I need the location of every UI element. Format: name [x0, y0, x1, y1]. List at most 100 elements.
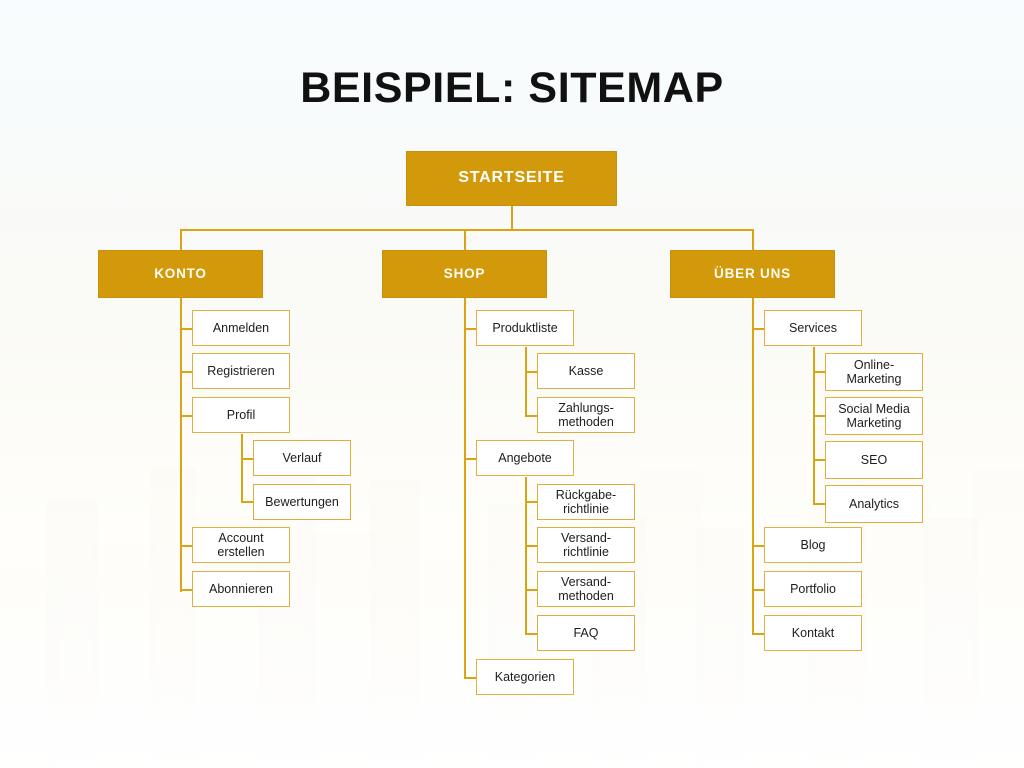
connector-spine-angebote — [525, 477, 527, 633]
building — [696, 528, 744, 768]
node-shop-label: SHOP — [443, 266, 486, 282]
node-angebote-label: Angebote — [498, 450, 552, 465]
node-analytics[interactable]: Analytics — [825, 485, 923, 523]
node-online-marketing[interactable]: Online- Marketing — [825, 353, 923, 391]
node-kontakt-label: Kontakt — [791, 625, 835, 640]
node-versandrichtlinie-label-line1: Versand- — [560, 530, 612, 545]
node-versandrichtlinie[interactable]: Versand- richtlinie — [537, 527, 635, 563]
connector-spine-konto — [180, 298, 182, 592]
node-verlauf[interactable]: Verlauf — [253, 440, 351, 476]
node-zahlungsmethoden-label-line1: Zahlungs- — [558, 400, 614, 415]
connector-stub-kasse — [525, 371, 538, 373]
node-startseite-label: STARTSEITE — [458, 169, 565, 187]
node-seo[interactable]: SEO — [825, 441, 923, 479]
connector-spine-produktliste — [525, 347, 527, 416]
connector-stub-registrieren — [180, 371, 193, 373]
connector-stub-kontakt — [752, 633, 765, 635]
building — [640, 468, 702, 768]
node-angebote[interactable]: Angebote — [476, 440, 574, 476]
connector-stub-abonnieren — [180, 589, 193, 591]
node-faq-label: FAQ — [573, 625, 599, 640]
node-kasse-label: Kasse — [568, 363, 604, 378]
page-title: BEISPIEL: SITEMAP — [300, 64, 724, 112]
connector-stub-bewertungen — [241, 501, 254, 503]
node-anmelden-label: Anmelden — [212, 320, 270, 335]
node-produktliste-label: Produktliste — [492, 320, 558, 335]
connector-drop-shop — [464, 229, 466, 250]
connector-stub-verlauf — [241, 458, 254, 460]
building — [924, 518, 978, 768]
node-blog-label: Blog — [800, 537, 826, 552]
connector-drop-konto — [180, 229, 182, 250]
node-social-media-marketing[interactable]: Social Media Marketing — [825, 397, 923, 435]
node-seo-label: SEO — [860, 452, 888, 467]
node-profil[interactable]: Profil — [192, 397, 290, 433]
node-rueckgaberichtlinie[interactable]: Rückgabe- richtlinie — [537, 484, 635, 520]
node-versandmethoden[interactable]: Versand- methoden — [537, 571, 635, 607]
connector-stub-seo — [813, 459, 826, 461]
node-portfolio-label: Portfolio — [790, 581, 836, 596]
node-rueckgaberichtlinie-label-line1: Rückgabe- — [555, 487, 617, 502]
node-bewertungen-label: Bewertungen — [265, 494, 339, 509]
connector-spine-ueber-uns — [752, 298, 754, 633]
connector-stub-angebote — [464, 458, 477, 460]
connector-stub-blog — [752, 545, 765, 547]
node-kasse[interactable]: Kasse — [537, 353, 635, 389]
node-konto[interactable]: KONTO — [98, 250, 263, 298]
node-ueber-uns[interactable]: ÜBER UNS — [670, 250, 835, 298]
connector-stub-profil — [180, 415, 193, 417]
node-ueber-uns-label: ÜBER UNS — [714, 266, 791, 282]
node-blog[interactable]: Blog — [764, 527, 862, 563]
node-registrieren[interactable]: Registrieren — [192, 353, 290, 389]
connector-stub-anmelden — [180, 328, 193, 330]
node-registrieren-label: Registrieren — [207, 363, 275, 378]
connector-spine-profil — [241, 434, 243, 502]
connector-stub-zahlungsmethoden — [525, 415, 538, 417]
connector-stub-account-erstellen — [180, 545, 193, 547]
node-kategorien[interactable]: Kategorien — [476, 659, 574, 695]
node-startseite[interactable]: STARTSEITE — [406, 151, 617, 206]
connector-stub-social-media-marketing — [813, 415, 826, 417]
connector-stub-rueckgaberichtlinie — [525, 501, 538, 503]
node-kategorien-label: Kategorien — [494, 669, 556, 684]
waterfront — [0, 706, 1024, 768]
building — [150, 468, 196, 768]
connector-stub-online-marketing — [813, 371, 826, 373]
node-account-erstellen-label-line1: Account — [218, 530, 264, 545]
node-zahlungsmethoden-label-line2: methoden — [558, 415, 614, 429]
node-bewertungen[interactable]: Bewertungen — [253, 484, 351, 520]
building — [488, 504, 534, 768]
building — [370, 480, 420, 768]
node-account-erstellen-label-line2: erstellen — [217, 545, 265, 559]
connector-stub-produktliste — [464, 328, 477, 330]
connector-root-bus — [180, 229, 753, 231]
connector-stub-analytics — [813, 503, 826, 505]
node-account-erstellen[interactable]: Account erstellen — [192, 527, 290, 563]
node-faq[interactable]: FAQ — [537, 615, 635, 651]
connector-stub-versandrichtlinie — [525, 545, 538, 547]
connector-stub-services — [752, 328, 765, 330]
node-analytics-label: Analytics — [848, 496, 900, 511]
building — [92, 544, 156, 768]
building — [310, 532, 376, 768]
building — [0, 568, 60, 768]
node-shop[interactable]: SHOP — [382, 250, 547, 298]
connector-spine-services — [813, 347, 815, 504]
connector-root-stem — [511, 206, 513, 230]
node-anmelden[interactable]: Anmelden — [192, 310, 290, 346]
node-social-media-marketing-label-line1: Social Media — [838, 401, 910, 416]
node-abonnieren-label: Abonnieren — [209, 581, 273, 596]
node-portfolio[interactable]: Portfolio — [764, 571, 862, 607]
node-produktliste[interactable]: Produktliste — [476, 310, 574, 346]
connector-stub-faq — [525, 633, 538, 635]
node-konto-label: KONTO — [154, 266, 207, 282]
connector-drop-ueber-uns — [752, 229, 754, 250]
node-abonnieren[interactable]: Abonnieren — [192, 571, 290, 607]
node-services[interactable]: Services — [764, 310, 862, 346]
connector-stub-portfolio — [752, 589, 765, 591]
connector-stub-kategorien — [464, 677, 477, 679]
node-kontakt[interactable]: Kontakt — [764, 615, 862, 651]
node-zahlungsmethoden[interactable]: Zahlungs- methoden — [537, 397, 635, 433]
node-profil-label: Profil — [226, 407, 256, 422]
